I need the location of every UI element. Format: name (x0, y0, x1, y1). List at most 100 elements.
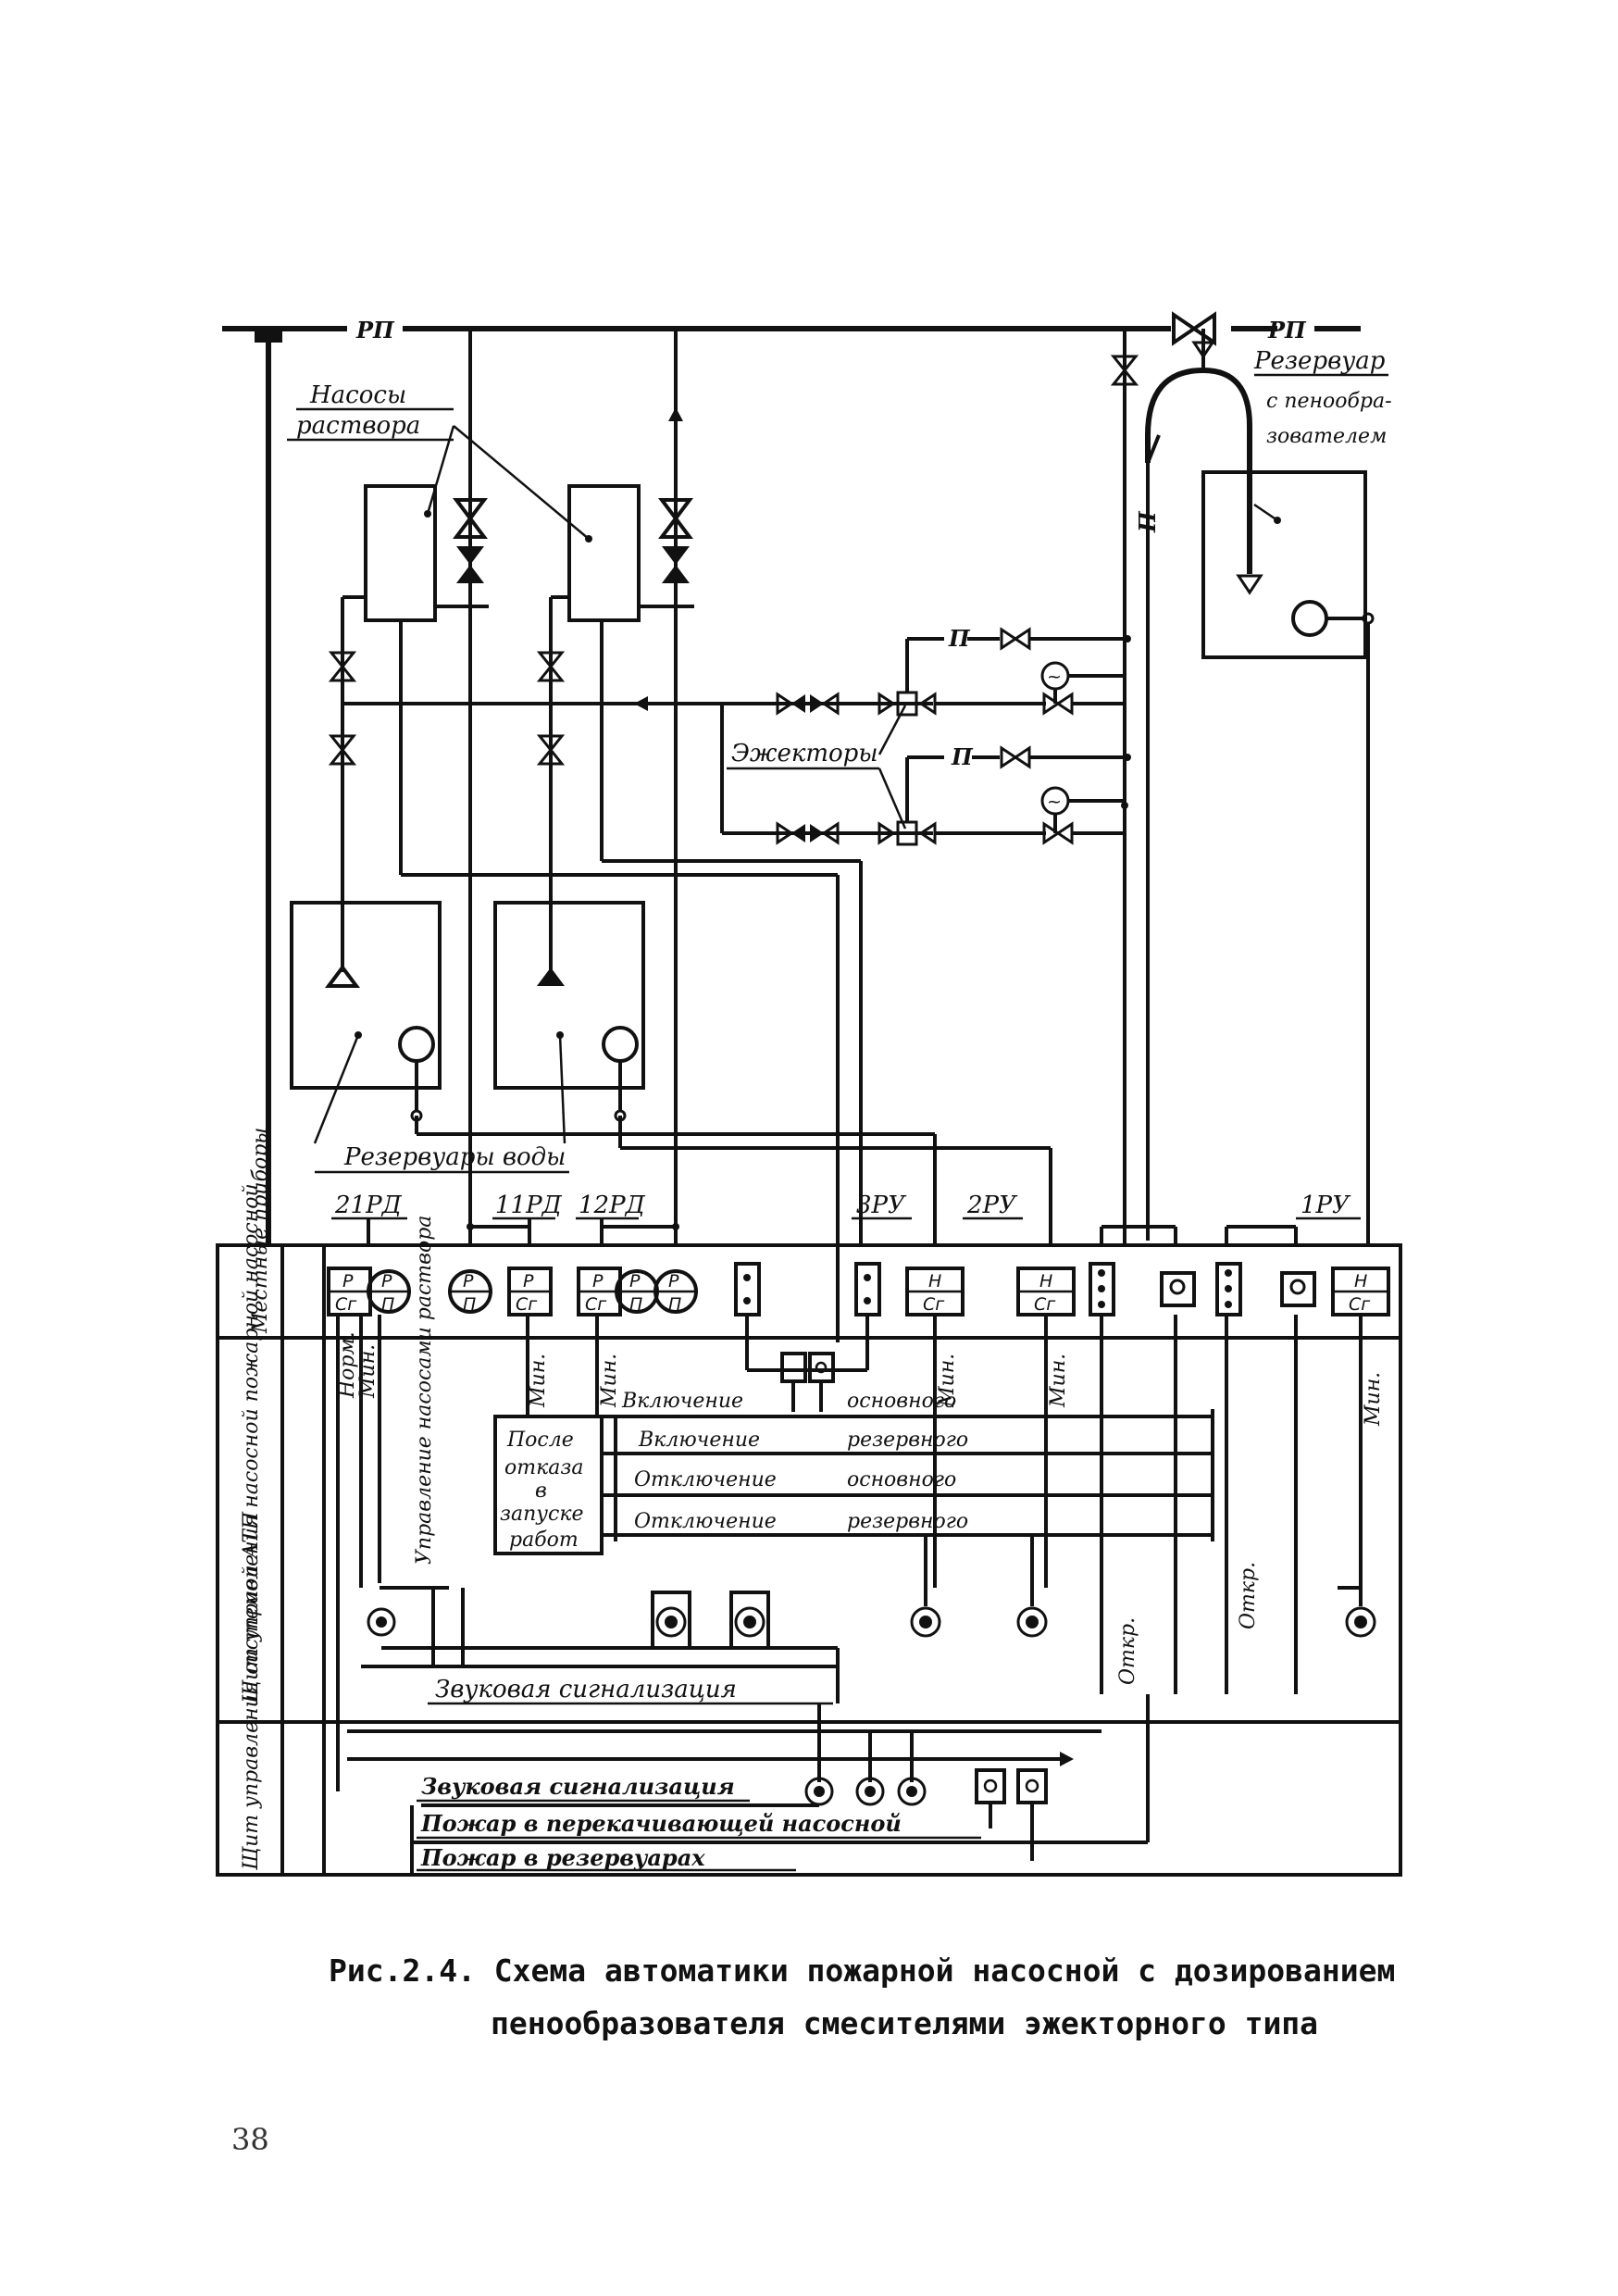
svg-text:зователем: зователем (1266, 425, 1387, 448)
row1-right: основного (847, 1390, 956, 1413)
svg-text:21РД: 21РД (334, 1192, 403, 1219)
svg-text:Р: Р (463, 1271, 474, 1292)
svg-text:Р: Р (523, 1271, 534, 1292)
svg-text:3РУ: 3РУ (856, 1192, 907, 1219)
svg-text:с пенообра-: с пенообра- (1266, 390, 1392, 413)
svg-text:Откр.: Откр. (1116, 1617, 1139, 1685)
p-line-label-vertical: П (1134, 510, 1161, 533)
svg-text:~: ~ (1047, 792, 1062, 812)
section-labels: Местные приборы Щит управления насосной … (240, 1128, 272, 1871)
svg-text:Сг: Сг (1349, 1294, 1371, 1315)
svg-text:Звуковая сигнализация: Звуковая сигнализация (435, 1676, 737, 1703)
svg-text:П: П (463, 1294, 476, 1315)
ejector-control-label: Управление насосами раствора (413, 1216, 436, 1565)
atp-row3: Пожар в резервуарах (420, 1844, 705, 1871)
water-tank-1 (290, 901, 442, 1122)
sound-alarm-label: Звуковая сигнализация (428, 1676, 833, 1705)
foam-tank-label: Резервуар с пенообра- зователем (1253, 347, 1392, 448)
svg-text:запуске: запуске (500, 1503, 584, 1526)
ejector-upper: ~ (776, 627, 1125, 717)
svg-text:Сг: Сг (516, 1294, 538, 1315)
row2-left: Включение (638, 1429, 760, 1452)
svg-text:Н: Н (1354, 1271, 1367, 1292)
svg-text:Откр.: Откр. (1237, 1562, 1260, 1629)
svg-text:в: в (535, 1479, 547, 1503)
svg-text:Мин.: Мин. (1362, 1372, 1385, 1427)
atp-panel-wiring (347, 1694, 1250, 1877)
svg-text:11РД: 11РД (495, 1192, 563, 1219)
svg-text:Мин.: Мин. (527, 1354, 550, 1408)
pump-control-wiring (336, 1315, 1363, 1791)
main-pressure-line (222, 311, 1361, 1245)
svg-text:2РУ: 2РУ (966, 1192, 1018, 1219)
svg-text:П: П (629, 1294, 642, 1315)
caption-line-1: Рис.2.4. Схема автоматики пожарной насос… (329, 1953, 1395, 1989)
svg-text:Эжекторы: Эжекторы (731, 740, 878, 767)
svg-text:~: ~ (1047, 667, 1062, 687)
atp-row2: Пожар в перекачивающей насосной (420, 1810, 902, 1837)
row1-left: Включение (621, 1390, 743, 1413)
rp-right-label: РП (1267, 317, 1307, 343)
panel-frame (216, 1243, 1402, 1877)
min-labels: Мин. Норм. Мин. Мин. Мин. Мин. Мин. Откр… (336, 1331, 1385, 1685)
after-fail-block: После отказа в запуске работ (493, 1415, 604, 1555)
svg-text:Р: Р (592, 1271, 604, 1292)
row2-right: резервного (847, 1429, 968, 1452)
foam-concentrate-tank (1201, 470, 1375, 1245)
signal-lines-upper (415, 861, 1052, 1342)
svg-text:Резервуар: Резервуар (1253, 347, 1386, 375)
page-number: 38 (231, 2122, 269, 2157)
rp-left-label: РП (355, 317, 395, 343)
row4-right: резервного (847, 1510, 968, 1533)
p-line-label-upper: П (948, 625, 971, 652)
water-tank-2 (493, 901, 645, 1122)
svg-text:Н: Н (1039, 1271, 1052, 1292)
solution-pump-2 (536, 329, 861, 1245)
svg-text:Р: Р (668, 1271, 679, 1292)
atp-row1: Звуковая сигнализация (421, 1773, 735, 1800)
pumps-label: Насосы раствора (287, 381, 590, 540)
svg-text:1РУ: 1РУ (1301, 1192, 1351, 1219)
svg-text:работ: работ (509, 1529, 579, 1552)
svg-text:П: П (381, 1294, 394, 1315)
caption-line-2: пенообразователя смесителями эжекторного… (491, 2005, 1318, 2041)
svg-text:Сг: Сг (923, 1294, 945, 1315)
control-rows: Включение основного Включение резервного… (602, 1390, 1214, 1541)
device-tags: 21РД 11РД 12РД 3РУ 2РУ 1РУ (331, 1192, 1361, 1245)
svg-text:Сг: Сг (1034, 1294, 1056, 1315)
svg-text:Сг: Сг (585, 1294, 607, 1315)
svg-text:раствора: раствора (296, 412, 420, 440)
atp-panel-label: Щит управления системой АТП (240, 1511, 263, 1871)
p-line-label-middle: П (951, 743, 974, 770)
svg-text:Насосы: Насосы (309, 381, 406, 409)
row3-right: основного (847, 1468, 956, 1491)
svg-text:Р: Р (342, 1271, 354, 1292)
svg-text:Мин.: Мин. (936, 1354, 959, 1408)
svg-text:Н: Н (928, 1271, 941, 1292)
svg-text:Норм.: Норм. (336, 1331, 359, 1399)
svg-text:отказа: отказа (504, 1456, 583, 1479)
svg-text:12РД: 12РД (579, 1192, 646, 1219)
row4-left: Отключение (634, 1510, 777, 1533)
local-devices-label: Местные приборы (249, 1128, 272, 1334)
svg-text:Р: Р (381, 1271, 392, 1292)
ejectors-label: Эжекторы (727, 705, 907, 830)
local-devices-row: РСг РП РП РСг РСг РП РП НСг НСг НСг (327, 1262, 1390, 1316)
svg-text:Р: Р (629, 1271, 641, 1292)
svg-text:Сг: Сг (335, 1294, 357, 1315)
row3-left: Отключение (634, 1468, 777, 1491)
svg-text:Мин.: Мин. (598, 1354, 621, 1408)
solution-pump-1 (325, 329, 838, 1245)
water-tanks-label: Резервуары воды (313, 1034, 569, 1174)
ejector-lower: ~ (776, 745, 1125, 846)
svg-text:Мин.: Мин. (1047, 1354, 1070, 1408)
svg-text:После: После (506, 1429, 574, 1452)
atp-labels: Звуковая сигнализация Пожар в перекачива… (417, 1773, 981, 1872)
svg-text:Мин.: Мин. (356, 1344, 380, 1399)
foam-supply-lines (1110, 329, 1263, 1245)
indicator-lamps (361, 1537, 1376, 1703)
svg-text:Резервуары воды: Резервуары воды (343, 1143, 566, 1171)
pump-panel-label: Щит управления насосной пожарной насосно… (240, 1183, 263, 1704)
svg-text:П: П (668, 1294, 681, 1315)
